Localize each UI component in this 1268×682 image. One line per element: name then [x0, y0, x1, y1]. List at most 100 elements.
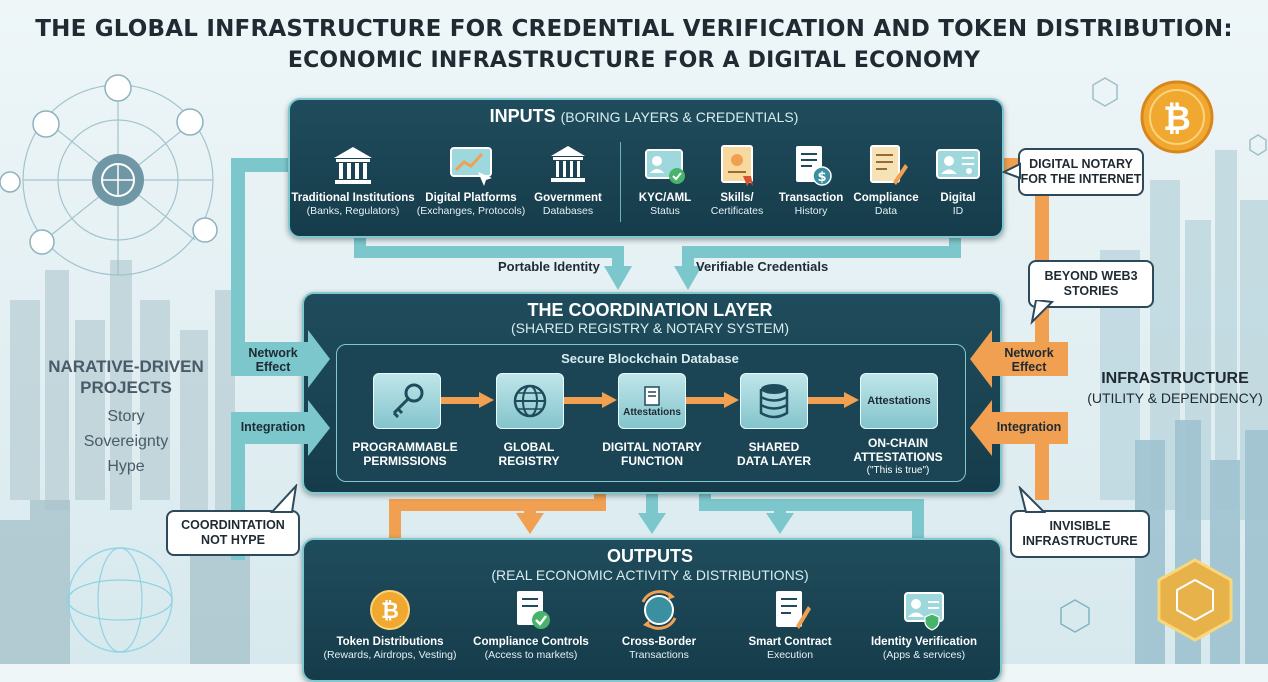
node-arrows: [441, 392, 859, 408]
flow-label-portable-identity: Portable Identity: [498, 259, 600, 274]
node-label-shared-data: SHARED DATA LAYER: [722, 440, 826, 468]
receipt-icon: $: [796, 146, 832, 186]
node-label-permissions: PROGRAMMABLE PERMISSIONS: [340, 440, 470, 468]
inputs-subtitle: (BORING LAYERS & CREDENTIALS): [560, 109, 799, 125]
svg-text:$: $: [817, 170, 826, 185]
right-integration-text: Integration: [996, 420, 1062, 434]
callout-beyond-web3: BEYOND WEB3 STORIES: [1028, 260, 1154, 308]
input-label: KYC/AML: [638, 192, 692, 204]
inputs-divider: [620, 142, 621, 222]
input-sublabel: ID: [952, 205, 964, 217]
output-label: Cross-Border: [621, 636, 697, 648]
output-label: Identity Verification: [870, 636, 978, 648]
input-label: Government: [534, 192, 602, 204]
input-sublabel: (Exchanges, Protocols): [416, 205, 526, 217]
output-token-distributions: ₿ Token Distributions (Rewards, Airdrops…: [312, 588, 468, 662]
node-shared-data-layer: [740, 373, 808, 429]
inputs-title: INPUTS: [489, 106, 556, 126]
node-label-line: FUNCTION: [621, 454, 683, 468]
left-integration-text: Integration: [240, 420, 306, 434]
left-side-item-story: Story: [107, 408, 145, 425]
attestations-box-icon: Attestations: [867, 395, 931, 407]
output-label: Token Distributions: [336, 636, 444, 648]
globe-exchange-icon: [641, 590, 677, 630]
database-label: Secure Blockchain Database: [540, 350, 760, 368]
page-subtitle: ECONOMIC INFRASTRUCTURE FOR A DIGITAL EC…: [287, 48, 981, 73]
input-sublabel: History: [794, 205, 828, 217]
outputs-subtitle: (REAL ECONOMIC ACTIVITY & DISTRIBUTIONS): [491, 567, 809, 583]
output-sublabel: Execution: [766, 649, 814, 661]
page-title: THE GLOBAL INFRASTRUCTURE FOR CREDENTIAL…: [35, 16, 1233, 42]
input-label: Compliance: [853, 192, 919, 204]
inputs-heading: INPUTS (BORING LAYERS & CREDENTIALS): [288, 106, 1000, 127]
svg-text:₿: ₿: [1163, 99, 1191, 139]
government-building-icon: [551, 146, 585, 182]
node-inner-label: Attestations: [623, 406, 681, 418]
bank-icon: [334, 147, 372, 184]
node-label-line: PROGRAMMABLE: [352, 440, 458, 454]
input-sublabel: Certificates: [710, 205, 764, 217]
attestations-doc-icon: [644, 385, 660, 406]
node-label-attestations: ON-CHAIN ATTESTATIONS ("This is true"): [838, 436, 958, 478]
compliance-doc-icon: [870, 145, 908, 185]
svg-text:₿: ₿: [381, 599, 399, 624]
identity-verify-icon: [904, 592, 944, 631]
input-label: Digital Platforms: [425, 192, 517, 204]
output-label: Compliance Controls: [473, 636, 589, 648]
input-government: Government Databases: [528, 142, 608, 218]
callout-invisible-infrastructure: INVISIBLE INFRASTRUCTURE: [1010, 510, 1150, 558]
input-digital-id: Digital ID: [926, 142, 990, 218]
output-compliance-controls: Compliance Controls (Access to markets): [464, 588, 598, 662]
left-side-item-sovereignty: Sovereignty: [83, 433, 169, 450]
output-sublabel: (Access to markets): [484, 649, 578, 661]
input-sublabel: Data: [874, 205, 898, 217]
input-label: Skills/: [720, 192, 754, 204]
outputs-title: OUTPUTS: [606, 546, 693, 566]
right-side-heading: INFRASTRUCTURE: [1101, 370, 1249, 387]
coordination-title: THE COORDINATION LAYER: [527, 300, 773, 320]
output-label: Smart Contract: [748, 636, 832, 648]
node-label-line: PERMISSIONS: [363, 454, 447, 468]
input-label: Digital: [940, 192, 976, 204]
input-label: Traditional Institutions: [291, 192, 415, 204]
left-side-item-hype: Hype: [107, 458, 145, 475]
key-icon: [392, 383, 424, 419]
left-side-heading-text: NARATIVE-DRIVEN PROJECTS: [48, 357, 204, 397]
node-label-registry: GLOBAL REGISTRY: [478, 440, 580, 468]
flow-label-verifiable-credentials: Verifiable Credentials: [696, 259, 829, 274]
database-label-text: Secure Blockchain Database: [561, 351, 739, 366]
node-global-registry: [496, 373, 564, 429]
bitcoin-icon: ₿: [370, 590, 410, 630]
id-card-icon: [936, 149, 980, 179]
node-label-notary: DIGITAL NOTARY FUNCTION: [592, 440, 712, 468]
node-programmable-permissions: [373, 373, 441, 429]
left-integration: Integration: [232, 420, 314, 434]
output-sublabel: (Apps & services): [882, 649, 966, 661]
right-network-effect: Network Effect: [988, 346, 1070, 374]
input-digital-platforms: Digital Platforms (Exchanges, Protocols): [412, 142, 530, 218]
input-compliance-data: Compliance Data: [850, 142, 922, 218]
left-network-effect-text: Network Effect: [248, 346, 298, 374]
certificate-icon: [721, 145, 753, 186]
input-skills-certificates: Skills/ Certificates: [702, 142, 772, 218]
side-arrow-shapes: [231, 330, 1068, 456]
right-network-effect-text: Network Effect: [1004, 346, 1054, 374]
globe-icon: [513, 384, 547, 418]
left-network-effect: Network Effect: [232, 346, 314, 374]
output-identity-verification: Identity Verification (Apps & services): [854, 588, 994, 662]
node-on-chain-attestations: Attestations: [860, 373, 938, 429]
node-label-line: DIGITAL NOTARY: [602, 440, 702, 454]
right-side-subheading: (UTILITY & DEPENDENCY): [1087, 390, 1263, 406]
contract-icon: [776, 591, 811, 629]
output-sublabel: Transactions: [629, 649, 689, 661]
node-label-line: REGISTRY: [498, 454, 560, 468]
callout-text: INVISIBLE INFRASTRUCTURE: [1022, 519, 1138, 548]
callout-digital-notary: DIGITAL NOTARY FOR THE INTERNET: [1018, 148, 1144, 196]
output-cross-border: Cross-Border Transactions: [604, 588, 714, 662]
left-side-heading: NARATIVE-DRIVEN PROJECTS: [30, 356, 222, 398]
chart-screen-icon: [450, 147, 492, 186]
output-smart-contract: Smart Contract Execution: [730, 588, 850, 662]
node-label-line: GLOBAL: [503, 440, 555, 454]
right-integration: Integration: [988, 420, 1070, 434]
input-kyc-aml: KYC/AML Status: [630, 142, 700, 218]
